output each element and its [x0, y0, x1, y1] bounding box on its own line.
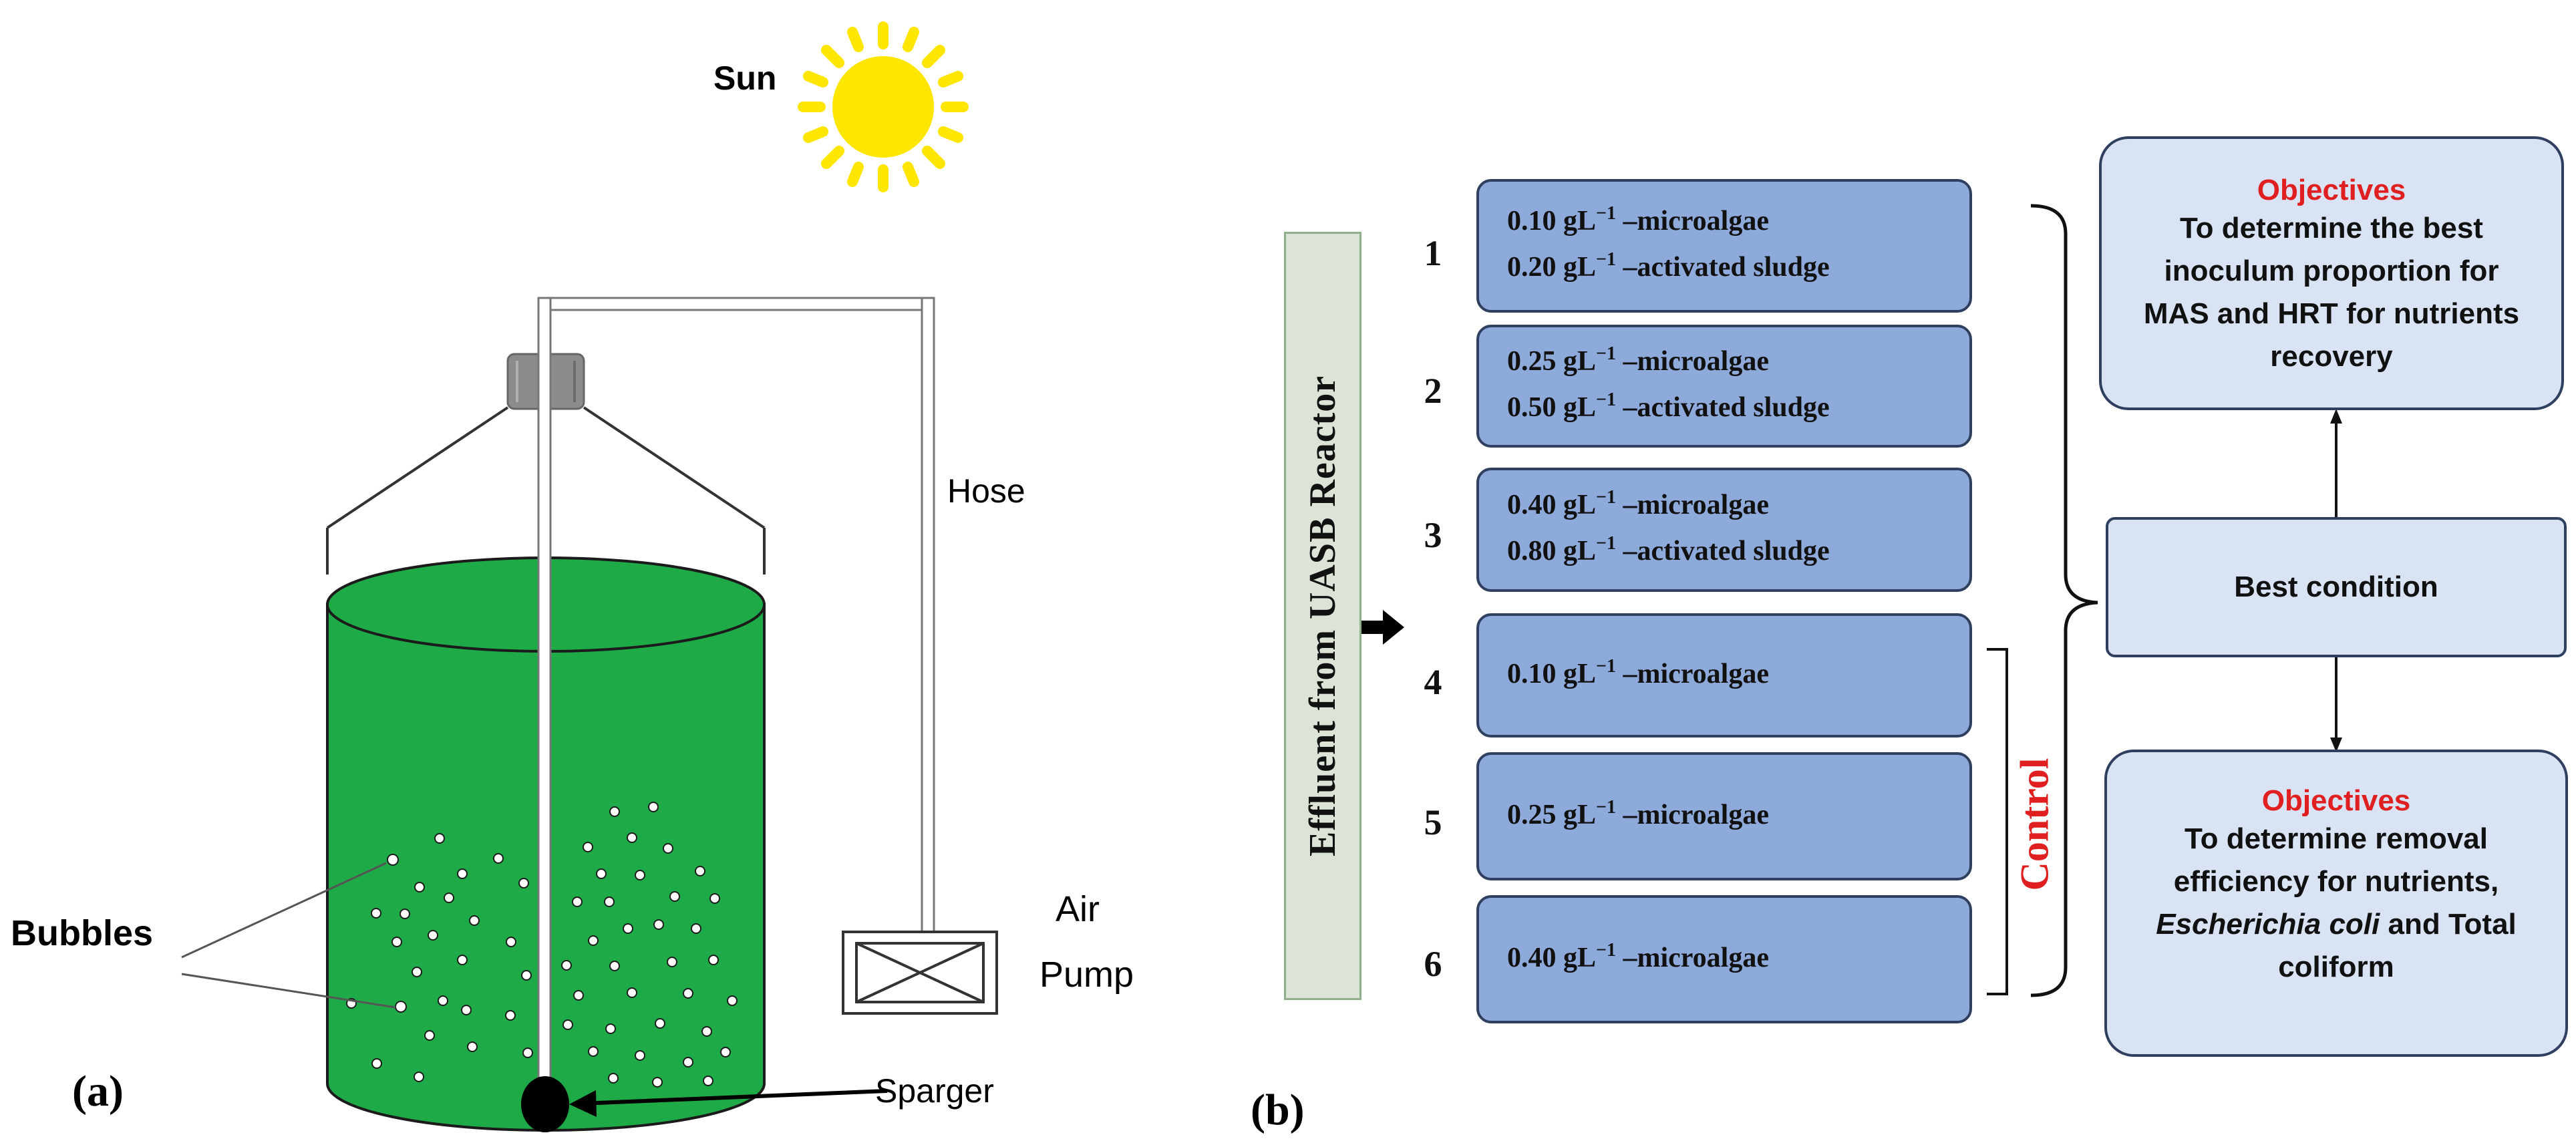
condition-number-2: 2 — [1424, 371, 1442, 411]
best-condition-box: Best condition — [2106, 517, 2567, 657]
objectives-top-line-2: inoculum proportion for — [2164, 255, 2499, 287]
condition-3-line-2: 0.80 gL−1 –activated sludge — [1507, 533, 1830, 566]
panel-a-label: (a) — [72, 1067, 124, 1116]
objectives-top-line-1: To determine the best — [2180, 212, 2483, 244]
objectives-box-bottom: Objectives To determine removal efficien… — [2104, 750, 2568, 1057]
condition-number-3: 3 — [1424, 515, 1442, 555]
bioreactor-schematic — [181, 21, 998, 1132]
bubbles-label: Bubbles — [11, 913, 154, 953]
objectives-top-line-4: recovery — [2270, 340, 2393, 373]
condition-box-1: 0.10 gL−1 –microalgae 0.20 gL−1 –activat… — [1476, 179, 1972, 313]
condition-number-5: 5 — [1424, 802, 1442, 842]
condition-number-6: 6 — [1424, 944, 1442, 984]
condition-box-4: 0.10 gL−1 –microalgae — [1476, 613, 1972, 738]
objectives-box-top: Objectives To determine the best inoculu… — [2099, 136, 2564, 410]
panel-b-label: (b) — [1251, 1086, 1305, 1134]
bubbles-cluster — [346, 802, 738, 1088]
condition-1-line-1: 0.10 gL−1 –microalgae — [1507, 203, 1769, 236]
effluent-source-box: Effluent from UASB Reactor — [1284, 232, 1361, 1000]
air-pump-icon — [842, 931, 998, 1015]
effluent-label: Effluent from UASB Reactor — [1302, 375, 1343, 857]
objectives-bottom-line-3: Escherichia coli and Total — [2156, 908, 2517, 941]
condition-1-line-2: 0.20 gL−1 –activated sludge — [1507, 249, 1830, 283]
objectives-bottom-title: Objectives — [2261, 784, 2411, 817]
condition-number-1: 1 — [1424, 233, 1442, 273]
objectives-bottom-line-2: efficiency for nutrients, — [2173, 865, 2499, 898]
condition-box-3: 0.40 gL−1 –microalgae 0.80 gL−1 –activat… — [1476, 468, 1972, 592]
hose-label: Hose — [947, 472, 1025, 510]
hose-tube — [537, 297, 935, 1094]
sun-icon — [798, 21, 969, 192]
condition-6-line-1: 0.40 gL−1 –microalgae — [1507, 939, 1769, 973]
condition-box-2: 0.25 gL−1 –microalgae 0.50 gL−1 –activat… — [1476, 325, 1972, 448]
effluent-arrow-icon — [1361, 610, 1404, 645]
condition-number-4: 4 — [1424, 662, 1442, 702]
objectives-bottom-line-4: coliform — [2278, 951, 2394, 983]
sparger-arrow — [569, 1089, 888, 1117]
air-pump-label-line2: Pump — [1039, 955, 1134, 995]
condition-box-6: 0.40 gL−1 –microalgae — [1476, 895, 1972, 1023]
control-label: Control — [2012, 758, 2057, 891]
condition-2-line-1: 0.25 gL−1 –microalgae — [1507, 343, 1769, 377]
condition-5-line-1: 0.25 gL−1 –microalgae — [1507, 796, 1769, 830]
bubbles-pointer-lines — [181, 862, 396, 1009]
objectives-top-title: Objectives — [2257, 174, 2406, 206]
sun-label: Sun — [713, 59, 777, 97]
condition-4-line-1: 0.10 gL−1 –microalgae — [1507, 655, 1769, 689]
objectives-top-line-3: MAS and HRT for nutrients — [2143, 297, 2520, 330]
condition-2-line-2: 0.50 gL−1 –activated sludge — [1507, 389, 1830, 423]
bottle-outline — [326, 406, 766, 575]
sparger-icon — [521, 1076, 569, 1132]
condition-box-5: 0.25 gL−1 –microalgae — [1476, 752, 1972, 880]
best-condition-label: Best condition — [2234, 570, 2438, 603]
objectives-bottom-line-1: To determine removal — [2185, 822, 2488, 855]
air-pump-label-line1: Air — [1056, 889, 1100, 929]
control-bracket — [1987, 648, 2008, 995]
condition-3-line-1: 0.40 gL−1 –microalgae — [1507, 487, 1769, 520]
sparger-label: Sparger — [875, 1072, 994, 1110]
